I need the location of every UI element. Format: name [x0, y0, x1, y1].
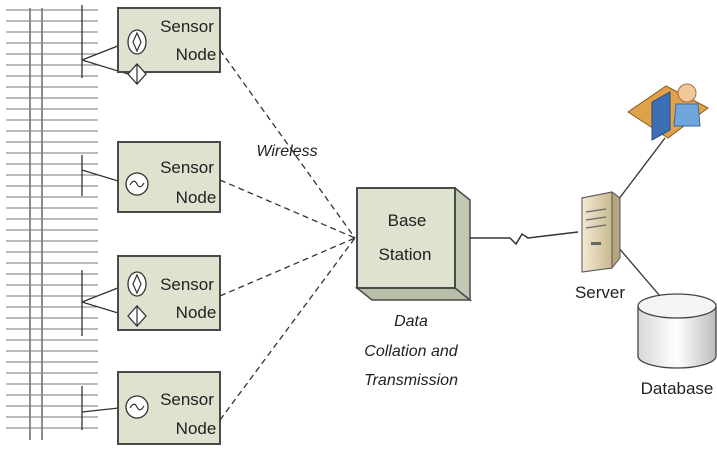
sensor-node-1-line1: Sensor — [160, 17, 214, 36]
tilt-sensor-icon — [125, 172, 149, 196]
tilt-sensor-icon — [125, 395, 149, 419]
sensor-node-1-line2: Node — [176, 45, 217, 64]
base-caption-line2: Collation and — [364, 343, 459, 360]
user-workstation-icon — [627, 83, 709, 141]
sensor-node-2-line1: Sensor — [160, 158, 214, 177]
base-station-line2: Station — [379, 245, 432, 264]
monitored-structure — [6, 8, 98, 440]
server-label: Server — [575, 283, 625, 302]
sensor-node-2: Sensor Node — [117, 141, 221, 213]
strain-gauge-icon — [127, 271, 147, 327]
structure-bars — [6, 9, 98, 429]
sensor-node-4: Sensor Node — [117, 371, 221, 445]
base-caption: Data Collation and Transmission — [364, 313, 459, 389]
sensor-node-3: Sensor Node — [117, 255, 221, 331]
base-station-line1: Base — [388, 211, 427, 230]
wireless-label: Wireless — [256, 143, 317, 160]
base-caption-line1: Data — [394, 313, 428, 330]
server-icon — [580, 191, 622, 273]
base-caption-line3: Transmission — [364, 372, 458, 389]
sensor-node-4-line1: Sensor — [160, 390, 214, 409]
wireless-links — [219, 49, 356, 421]
sensor-node-3-line1: Sensor — [160, 275, 214, 294]
sensor-node-1: Sensor Node — [117, 7, 221, 85]
base-station: Base Station — [354, 186, 473, 302]
strain-gauge-icon — [127, 29, 147, 85]
sensor-node-4-line2: Node — [176, 419, 217, 438]
uplink-line — [470, 231, 579, 246]
database-icon — [637, 293, 717, 369]
sensor-node-3-line2: Node — [176, 303, 217, 322]
sensor-node-2-line2: Node — [176, 188, 217, 207]
database-label: Database — [641, 379, 714, 398]
